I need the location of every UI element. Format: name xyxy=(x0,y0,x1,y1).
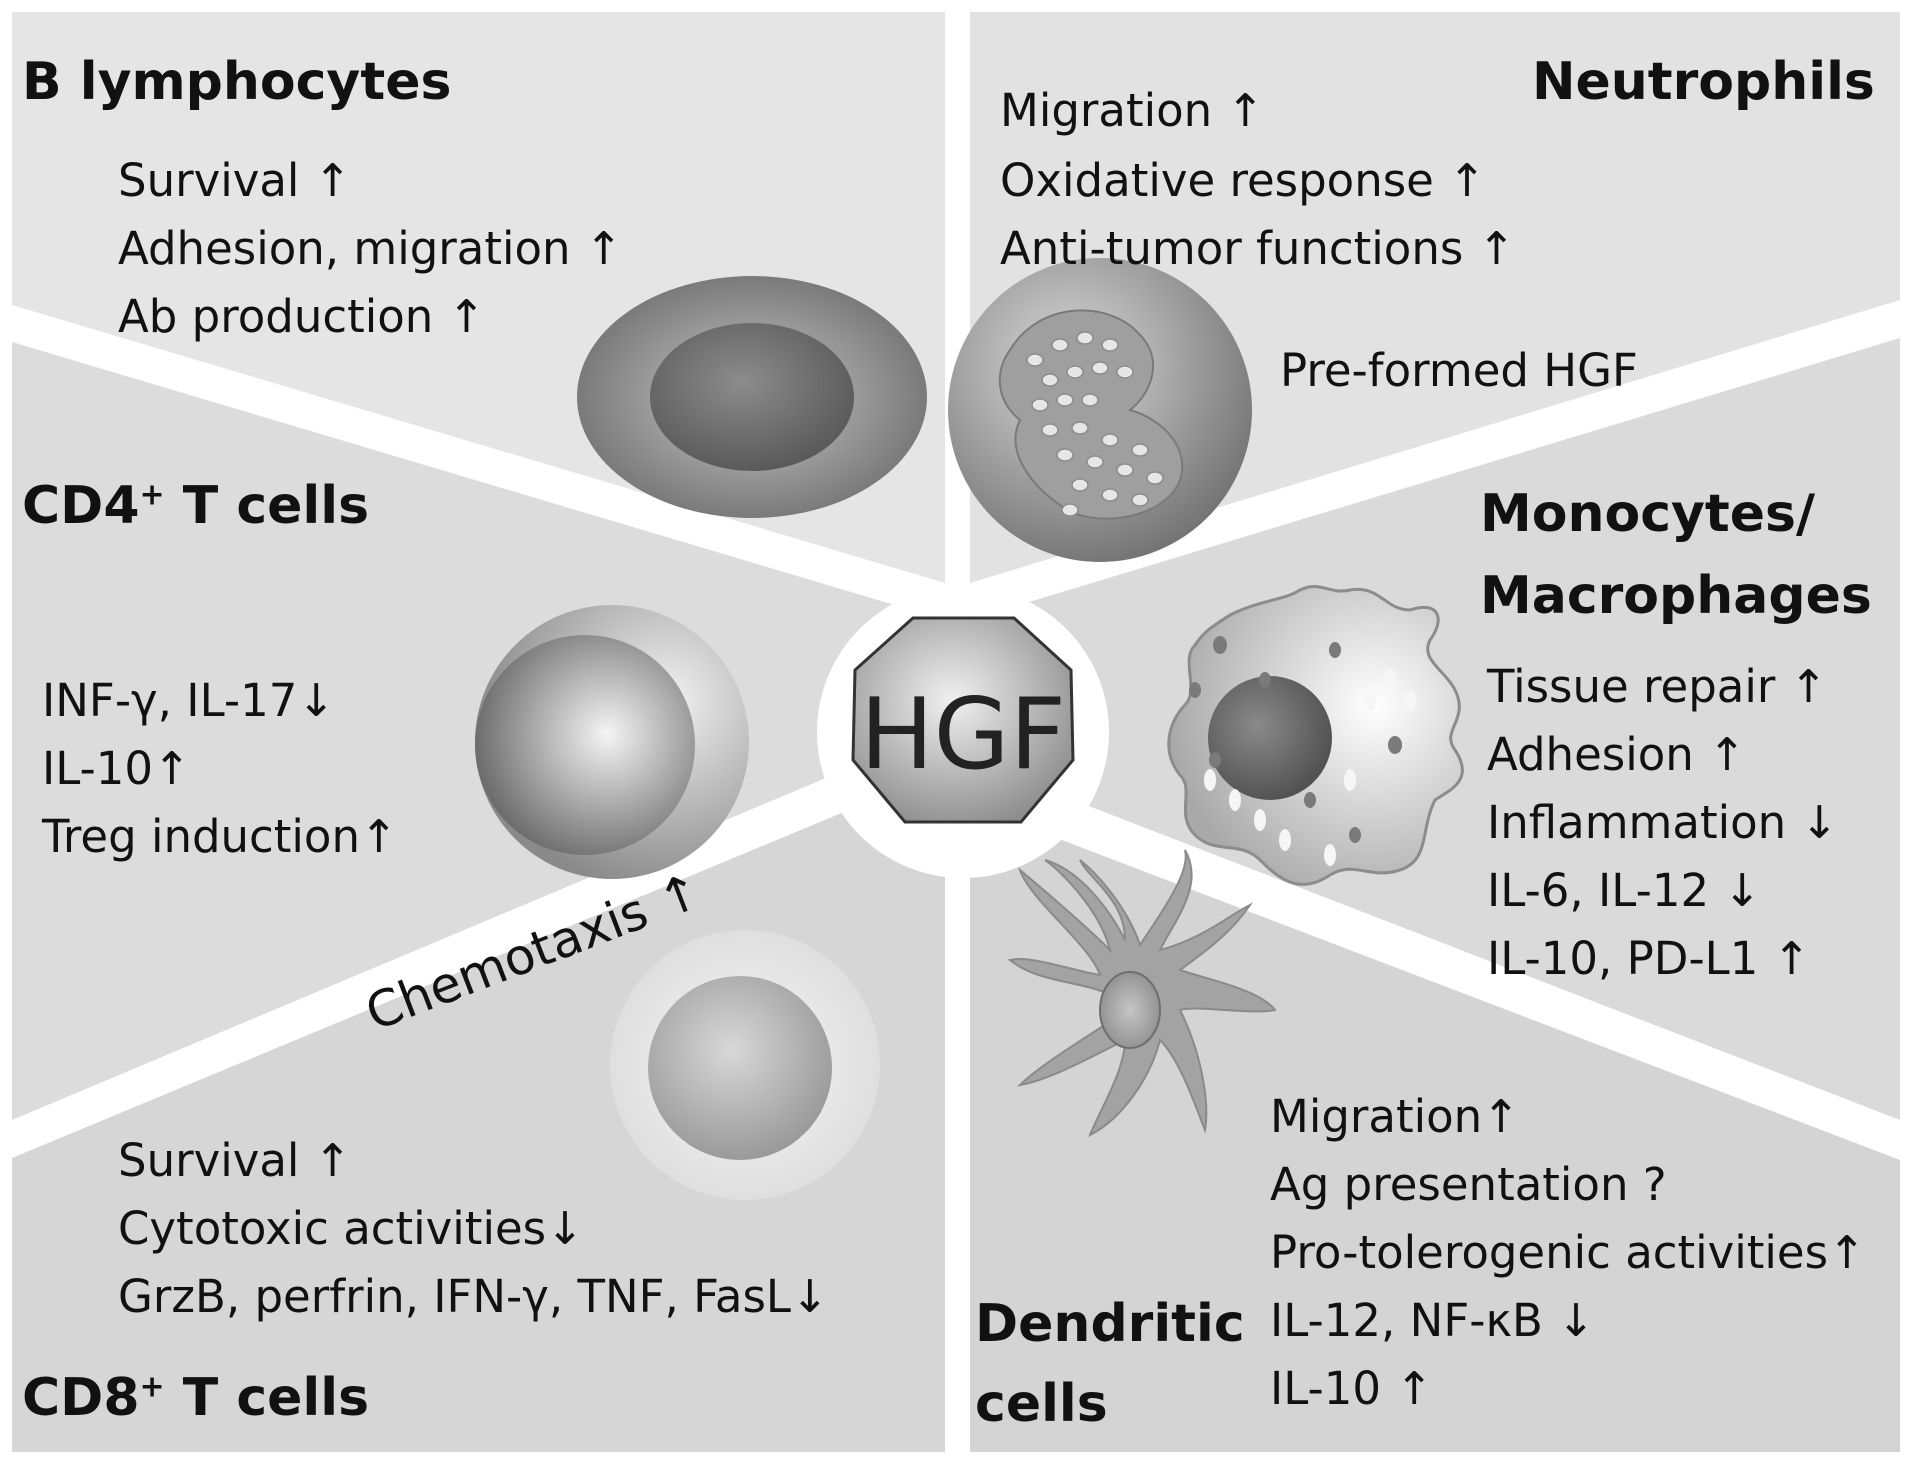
macrophage-vacuoles xyxy=(1189,636,1402,843)
dendritic-item-3: Pro-tolerogenic activities↑ xyxy=(1270,1226,1866,1279)
monocytes-item-1: Tissue repair ↑ xyxy=(1487,660,1828,713)
dendritic-item-5: IL-10 ↑ xyxy=(1270,1362,1434,1415)
cd8-item-1: Survival ↑ xyxy=(118,1134,352,1187)
b-lymphocytes-item-3: Ab production ↑ xyxy=(118,290,486,343)
cd4-item-2: IL-10↑ xyxy=(42,742,191,795)
cd8-title-rest: T cells xyxy=(164,1368,370,1428)
cd4-title: CD4+ T cells xyxy=(22,480,369,532)
monocytes-item-2: Adhesion ↑ xyxy=(1487,728,1746,781)
neutrophil-granules xyxy=(1026,331,1164,517)
dendritic-item-4: IL-12, NF-κB ↓ xyxy=(1270,1294,1595,1347)
b-lymphocytes-item-1: Survival ↑ xyxy=(118,154,352,207)
cd4-item-3: Treg induction↑ xyxy=(42,810,398,863)
cd8-title: CD8+ T cells xyxy=(22,1372,369,1424)
neutrophils-item-1: Migration ↑ xyxy=(1000,84,1265,137)
hgf-octagon xyxy=(851,616,1075,824)
dendritic-cell-nucleus xyxy=(1099,971,1161,1049)
monocytes-item-4: IL-6, IL-12 ↓ xyxy=(1487,864,1762,917)
dendritic-title-line2: cells xyxy=(975,1374,1108,1434)
monocytes-title-line1: Monocytes/ xyxy=(1480,484,1816,544)
cd4-t-cell-nucleus xyxy=(475,635,695,855)
monocytes-item-5: IL-10, PD-L1 ↑ xyxy=(1487,932,1811,985)
dendritic-item-1: Migration↑ xyxy=(1270,1090,1520,1143)
neutrophils-note: Pre-formed HGF xyxy=(1280,344,1638,397)
b-lymphocyte-nucleus xyxy=(650,323,854,471)
neutrophils-title: Neutrophils xyxy=(1532,52,1875,112)
cd4-item-1: INF-γ, IL-17↓ xyxy=(42,674,336,727)
monocytes-item-3: Inflammation ↓ xyxy=(1487,796,1839,849)
dendritic-item-2: Ag presentation ? xyxy=(1270,1158,1667,1211)
cd8-t-cell-nucleus xyxy=(648,976,832,1160)
cd8-title-sup: + xyxy=(139,1369,165,1405)
cd8-item-3: GrzB, perfrin, IFN-γ, TNF, FasL↓ xyxy=(118,1270,829,1323)
neutrophil-nucleus xyxy=(998,309,1184,520)
neutrophils-item-3: Anti-tumor functions ↑ xyxy=(1000,222,1516,275)
b-lymphocytes-item-2: Adhesion, migration ↑ xyxy=(118,222,623,275)
dendritic-title-line1: Dendritic xyxy=(975,1294,1245,1354)
cd8-title-main: CD8 xyxy=(22,1368,140,1428)
monocytes-title-line2: Macrophages xyxy=(1480,566,1872,626)
macrophage-nucleus xyxy=(1208,676,1332,800)
cd4-title-main: CD4 xyxy=(22,476,140,536)
cd8-item-2: Cytotoxic activities↓ xyxy=(118,1202,584,1255)
hgf-label: HGF xyxy=(860,678,1066,792)
b-lymphocytes-title: B lymphocytes xyxy=(22,52,452,112)
panel-dendritic xyxy=(970,805,1900,1452)
neutrophils-item-2: Oxidative response ↑ xyxy=(1000,154,1486,207)
macrophage-granules xyxy=(1204,669,1416,866)
cd4-title-sup: + xyxy=(139,477,165,513)
cd4-title-rest: T cells xyxy=(164,476,370,536)
